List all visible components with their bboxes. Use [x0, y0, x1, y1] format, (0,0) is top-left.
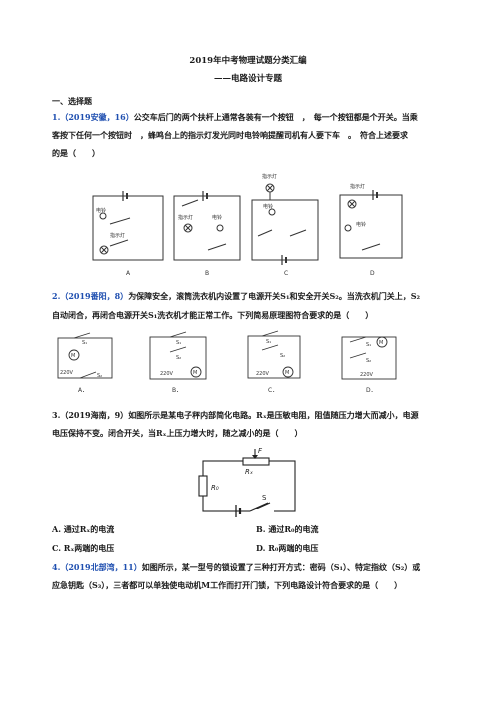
- q1-circuit-c: 指示灯 电铃 C: [251, 173, 319, 277]
- q1-source-tag: 1.（2019安徽，16）: [52, 112, 134, 122]
- q3-source-tag: 3.（2019海南，9）: [52, 410, 129, 420]
- q1-circuit-d: 指示灯 电铃 D: [339, 183, 403, 277]
- q1-text-line1: 公交车后门的两个扶杆上通常各装有一个按钮 ， 每一个按钮都是个开关。当乘: [133, 112, 418, 122]
- q1-c-bell-label: 电铃: [263, 203, 273, 210]
- q1-a-lamp-label: 指示灯: [110, 232, 125, 239]
- q1-option-b: B: [205, 270, 209, 277]
- q2-c-s1: S₁: [266, 339, 271, 345]
- q2-option-c: C．: [268, 387, 278, 394]
- q2-b-s2: S₂: [176, 355, 181, 361]
- q2-d-s1: S₁: [366, 342, 371, 348]
- q3-rx-label: Rₓ: [245, 468, 253, 476]
- q1-circuit-a: 电铃 指示灯 A: [92, 191, 164, 277]
- q2-d-voltage: 220V: [360, 372, 374, 378]
- q1-d-lamp-label: 指示灯: [350, 183, 365, 190]
- q3-switch-label: S: [262, 494, 267, 502]
- q2-b-motor: M: [193, 370, 197, 376]
- q1-circuit-b: 指示灯 电铃 B: [173, 191, 241, 277]
- q3-option-c: C. Rₓ两端的电压: [52, 543, 115, 553]
- document-subtitle: ——电路设计专题: [213, 74, 282, 84]
- q2-a-voltage: 220V: [60, 370, 74, 376]
- q2-option-d: D．: [366, 387, 377, 394]
- q2-source-tag: 2.（2019番阳，8）: [52, 291, 129, 301]
- q4-text-line1: 如图所示，某一型号的锁设置了三种打开方式：密码（S₁）、特定指纹（S₂）或: [141, 562, 421, 572]
- q2-c-s2: S₂: [280, 353, 285, 359]
- q1-d-bell-label: 电铃: [356, 221, 366, 228]
- q2-circuit-c: M S₁ S₂ 220V C．: [247, 330, 301, 394]
- q2-d-motor: M: [379, 340, 383, 346]
- q1-line1: 1.（2019安徽，16）公交车后门的两个扶杆上通常各装有一个按钮 ， 每一个按…: [52, 112, 418, 122]
- q3-text-line2: 电压保持不变。闭合开关，当Rₓ上压力增大时，随之减小的是（ ）: [52, 428, 303, 438]
- q3-force-label: F: [258, 447, 263, 455]
- q1-text-line3: 的是（ ）: [52, 148, 100, 158]
- q2-text-line2: 自动闭合，再闭合电源开关S₁洗衣机才能正常工作。下列简易原理图符合要求的是（ ）: [52, 310, 374, 320]
- q3-option-a: A. 通过Rₓ的电流: [52, 524, 115, 534]
- q1-option-c: C: [284, 270, 288, 277]
- q3-r0-label: R₀: [211, 484, 219, 492]
- q2-circuit-b: M S₁ S₂ 220V B．: [149, 331, 207, 394]
- q2-a-s1: S₁: [82, 340, 87, 346]
- q1-a-bell-label: 电铃: [96, 207, 106, 214]
- q2-a-motor: M: [71, 353, 75, 359]
- q1-b-lamp-label: 指示灯: [178, 214, 193, 221]
- q2-option-b: B．: [172, 387, 182, 394]
- q1-option-d: D: [370, 270, 375, 277]
- q3-option-d: D. R₀两端的电压: [256, 543, 319, 553]
- q2-b-s1: S₁: [176, 340, 181, 346]
- q2-b-voltage: 220V: [160, 371, 174, 377]
- q1-option-a: A: [126, 270, 131, 277]
- q4-source-tag: 4.（2019北部湾，11）: [52, 562, 142, 572]
- q3-line1: 3.（2019海南，9）如图所示是某电子秤内部简化电路。Rₓ是压敏电阻，阻值随压…: [52, 410, 419, 420]
- document-title: 2019年中考物理试题分类汇编: [189, 56, 307, 66]
- q3-text-line1: 如图所示是某电子秤内部简化电路。Rₓ是压敏电阻，阻值随压力增大而减小，电源: [128, 410, 419, 420]
- q3-r0-resistor: [198, 475, 208, 497]
- q1-b-bell-label: 电铃: [212, 214, 222, 221]
- q2-line1: 2.（2019番阳，8）为保障安全，滚筒洗衣机内设置了电源开关S₁和安全开关S₂…: [52, 291, 420, 301]
- q2-text-line1: 为保障安全，滚筒洗衣机内设置了电源开关S₁和安全开关S₂。当洗衣机门关上，S₂: [128, 291, 421, 301]
- q4-text-line2: 应急钥匙（S₃），三者都可以单独使电动机M工作而打开门锁，下列电路设计符合要求的…: [52, 580, 403, 590]
- q2-a-s2: S₂: [97, 373, 102, 379]
- q4-line1: 4.（2019北部湾，11）如图所示，某一型号的锁设置了三种打开方式：密码（S₁…: [52, 562, 420, 572]
- q1-text-line2: 客按下任何一个按钮时 ，蜂鸣台上的指示灯发光同时电铃响提醒司机有人要下车 。 符…: [52, 130, 408, 140]
- q2-c-motor: M: [285, 370, 289, 376]
- section-heading: 一、选择题: [52, 96, 92, 106]
- q2-d-s2: S₂: [366, 358, 371, 364]
- q3-rx-resistor: [242, 457, 270, 466]
- q1-c-lamp-label: 指示灯: [262, 173, 277, 180]
- q3-option-b: B. 通过R₀的电流: [256, 524, 319, 534]
- q2-circuit-d: M S₁ S₂ 220V D．: [341, 336, 397, 394]
- q2-option-a: A．: [78, 387, 88, 394]
- q2-circuit-a: M S₁ S₂ 220V A．: [57, 332, 113, 394]
- q2-c-voltage: 220V: [256, 371, 270, 377]
